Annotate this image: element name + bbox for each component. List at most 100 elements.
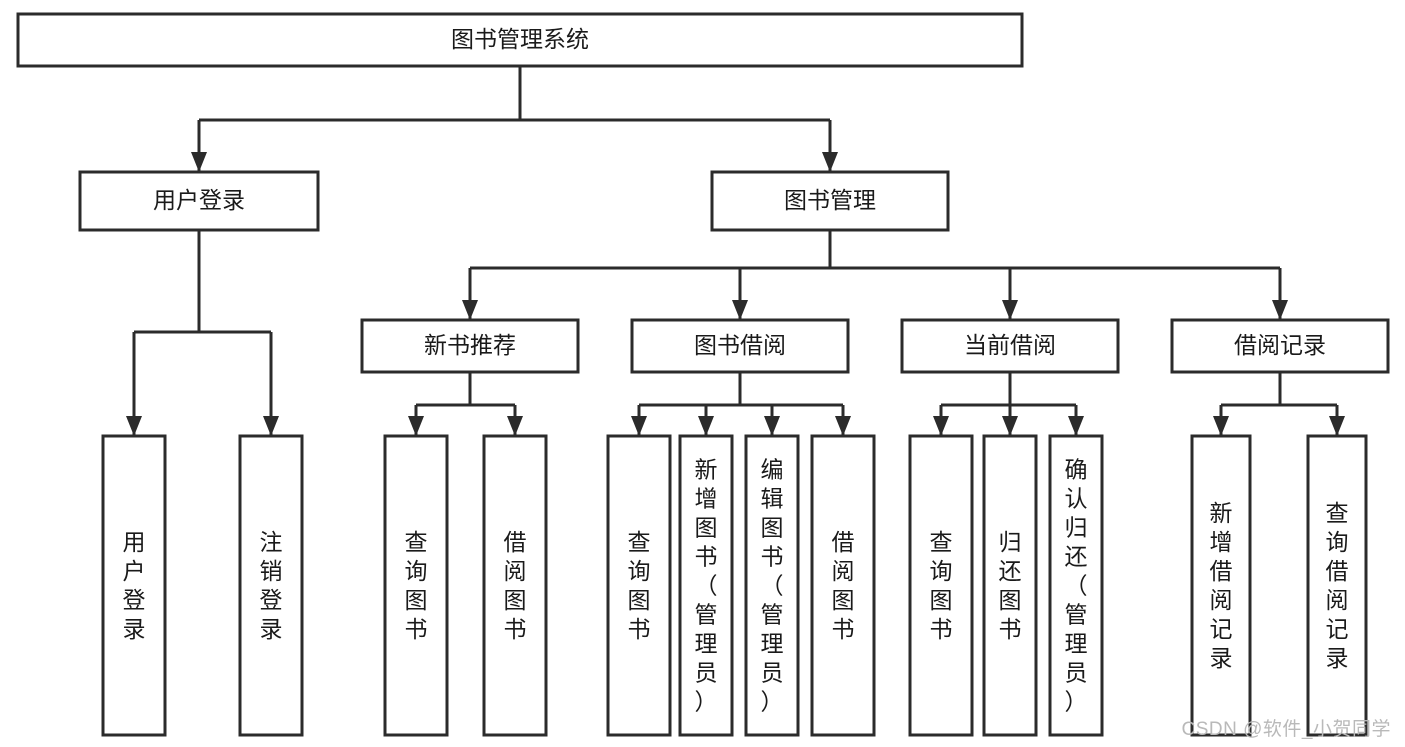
svg-text:辑: 辑 (761, 486, 784, 512)
node-rect (1306, 434, 1368, 737)
arrow-head-icon (933, 416, 949, 436)
svg-text:编: 编 (761, 457, 784, 483)
node-label: 新书推荐 (424, 332, 516, 358)
node-rect (482, 434, 548, 737)
level2-node-用户登录[interactable]: 用户登录 (78, 170, 320, 232)
leaf-node-用户登录[interactable]: 用户登录 (101, 434, 167, 737)
svg-text:图: 图 (832, 587, 855, 613)
arrow-head-icon (1272, 300, 1288, 320)
svg-text:理: 理 (695, 631, 718, 657)
nodes-layer: 图书管理系统用户登录图书管理新书推荐图书借阅当前借阅借阅记录用户登录注销登录查询… (16, 12, 1390, 737)
node-rect (360, 318, 580, 374)
node-rect (78, 170, 320, 232)
svg-text:（: （ (695, 573, 718, 599)
svg-text:管: 管 (1065, 602, 1088, 628)
svg-text:用: 用 (123, 529, 146, 555)
svg-text:管: 管 (761, 602, 784, 628)
level3-node-当前借阅[interactable]: 当前借阅 (900, 318, 1120, 374)
svg-text:户: 户 (123, 558, 146, 584)
svg-text:管: 管 (695, 602, 718, 628)
level2-node-图书管理[interactable]: 图书管理 (710, 170, 950, 232)
node-rect (678, 434, 734, 737)
svg-text:录: 录 (260, 616, 283, 642)
svg-text:销: 销 (260, 558, 283, 584)
svg-text:图: 图 (504, 587, 527, 613)
svg-text:图: 图 (405, 587, 428, 613)
svg-text:理: 理 (761, 631, 784, 657)
svg-text:书: 书 (504, 616, 527, 642)
svg-text:书: 书 (832, 616, 855, 642)
node-label: 图书管理 (784, 187, 876, 213)
arrow-head-icon (408, 416, 424, 436)
svg-text:图: 图 (999, 587, 1022, 613)
arrow-head-icon (1068, 416, 1084, 436)
svg-text:图: 图 (628, 587, 651, 613)
arrow-head-icon (191, 152, 207, 172)
svg-text:借: 借 (832, 529, 855, 555)
svg-text:注: 注 (260, 529, 283, 555)
svg-text:登: 登 (260, 587, 283, 613)
node-rect (630, 318, 850, 374)
arrow-head-icon (1002, 300, 1018, 320)
svg-text:记: 记 (1326, 616, 1349, 642)
svg-text:）: ） (695, 689, 718, 715)
svg-text:录: 录 (1326, 645, 1349, 671)
svg-text:归: 归 (999, 529, 1022, 555)
svg-text:书: 书 (999, 616, 1022, 642)
node-rect (900, 318, 1120, 374)
level3-node-借阅记录[interactable]: 借阅记录 (1170, 318, 1390, 374)
arrow-head-icon (732, 300, 748, 320)
svg-text:登: 登 (123, 587, 146, 613)
svg-text:员: 员 (1065, 660, 1088, 686)
node-rect (982, 434, 1038, 737)
svg-text:书: 书 (628, 616, 651, 642)
arrow-head-icon (462, 300, 478, 320)
svg-text:还: 还 (1065, 544, 1088, 570)
svg-text:认: 认 (1065, 486, 1088, 512)
svg-text:新: 新 (695, 457, 718, 483)
node-rect (101, 434, 167, 737)
svg-text:询: 询 (1326, 529, 1349, 555)
level3-node-新书推荐[interactable]: 新书推荐 (360, 318, 580, 374)
node-rect (710, 170, 950, 232)
svg-text:员: 员 (695, 660, 718, 686)
root-node-图书管理系统[interactable]: 图书管理系统 (16, 12, 1024, 68)
svg-text:书: 书 (695, 544, 718, 570)
arrow-head-icon (263, 416, 279, 436)
svg-text:还: 还 (999, 558, 1022, 584)
svg-text:查: 查 (1326, 500, 1349, 526)
level3-node-图书借阅[interactable]: 图书借阅 (630, 318, 850, 374)
svg-text:借: 借 (1326, 558, 1349, 584)
svg-text:图: 图 (761, 515, 784, 541)
arrow-head-icon (507, 416, 523, 436)
svg-text:借: 借 (504, 529, 527, 555)
svg-text:记: 记 (1210, 616, 1233, 642)
node-label: 图书管理系统 (451, 26, 589, 52)
arrow-head-icon (126, 416, 142, 436)
csdn-watermark: CSDN @软件_小贺同学 (1181, 719, 1391, 740)
node-label: 借阅记录 (1234, 332, 1326, 358)
svg-text:录: 录 (123, 616, 146, 642)
svg-text:借: 借 (1210, 558, 1233, 584)
